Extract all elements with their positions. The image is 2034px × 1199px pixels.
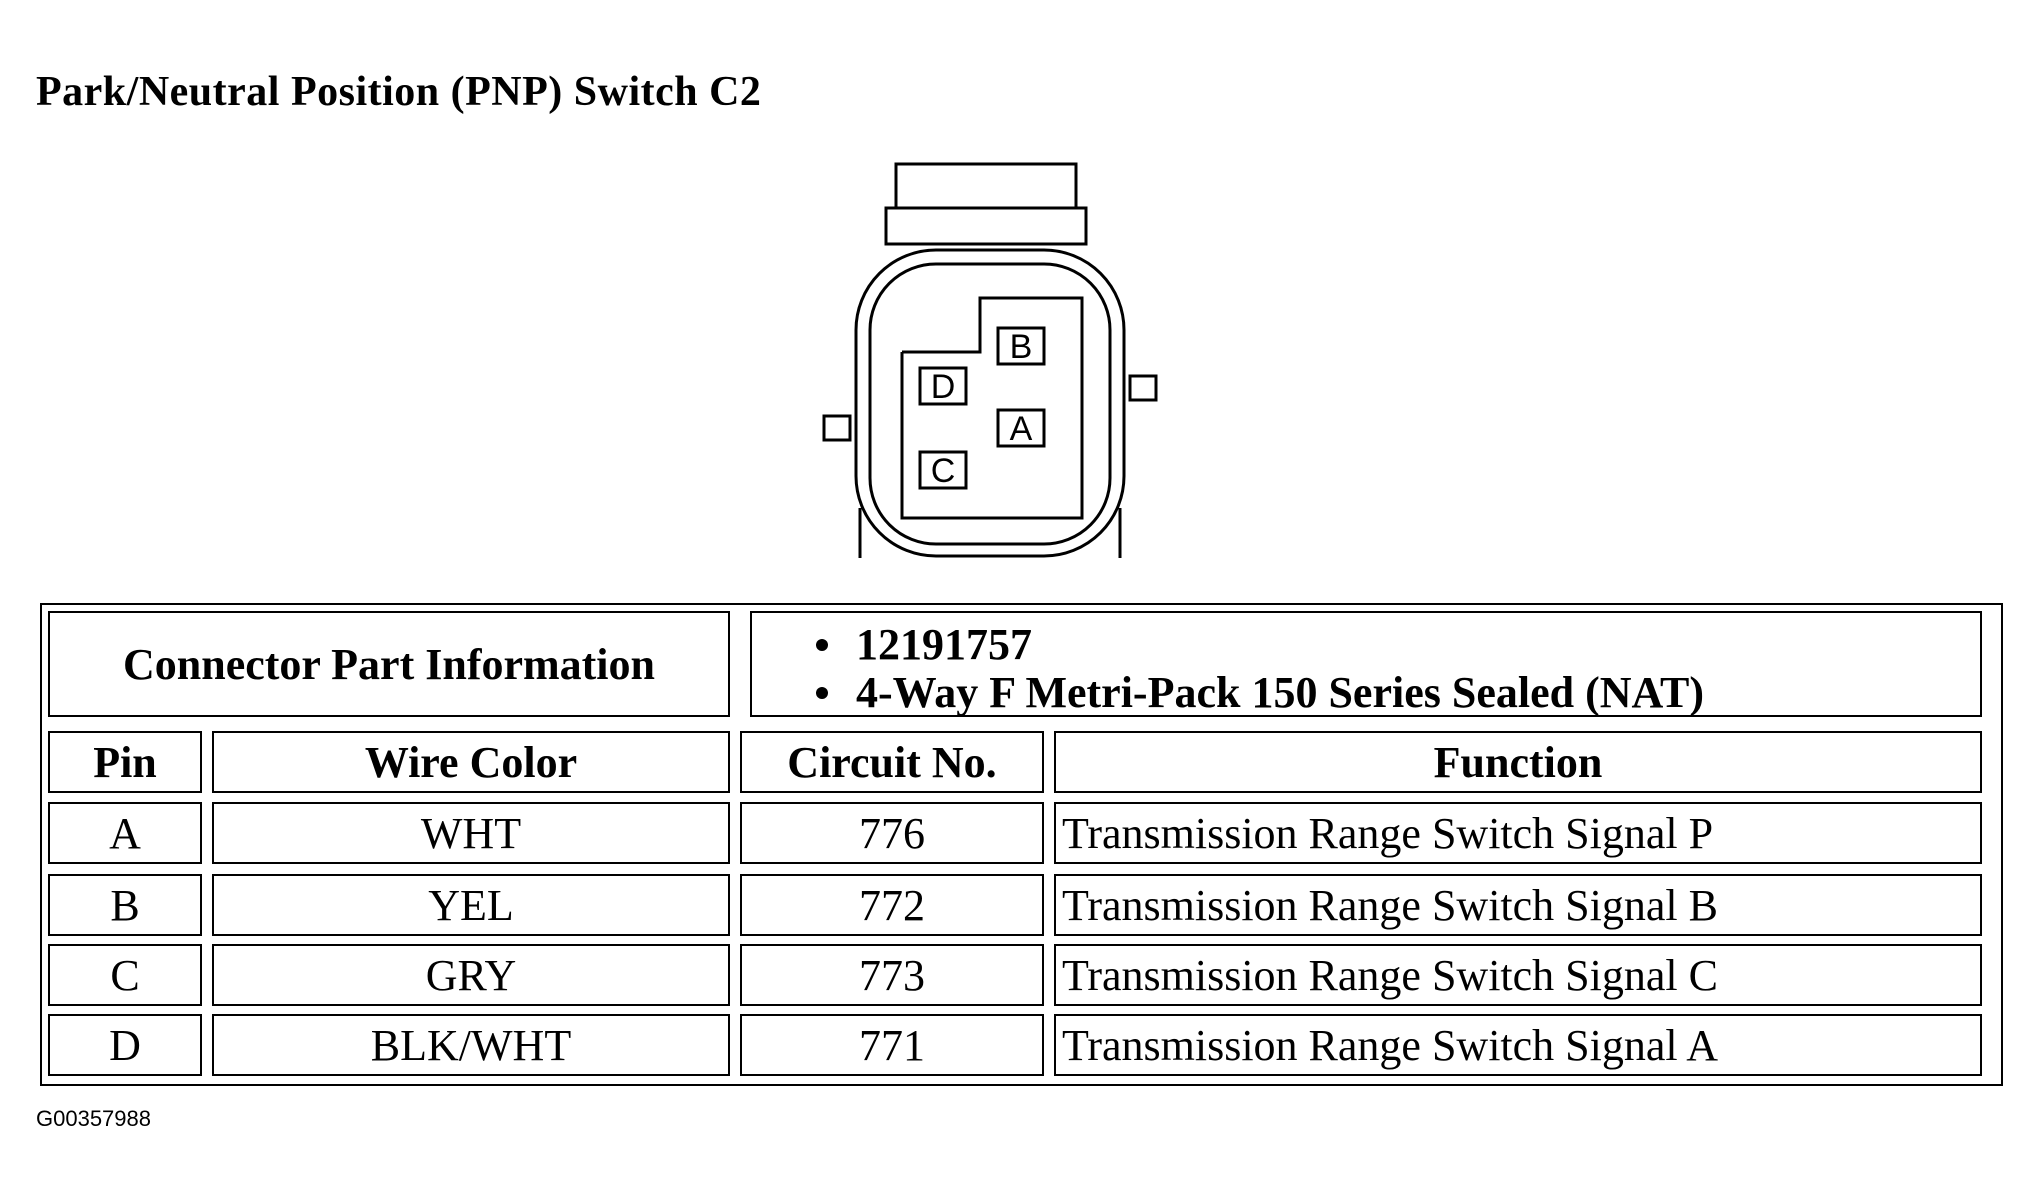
connector-face-diagram: B D A C: [822, 162, 1158, 558]
pin-label-a: A: [1010, 410, 1033, 448]
table-cell-pin: C: [48, 944, 202, 1006]
side-tab-left: [822, 414, 852, 442]
table-cell-circuit: 773: [740, 944, 1044, 1006]
pin-label-c: C: [931, 452, 956, 490]
pin-cavity: [900, 296, 1084, 520]
side-tab-right: [1128, 374, 1158, 402]
pin-label-b: B: [1010, 328, 1033, 366]
latch-base: [884, 206, 1088, 246]
table-cell-function: Transmission Range Switch Signal C: [1054, 944, 1982, 1006]
page-title: Park/Neutral Position (PNP) Switch C2: [36, 69, 762, 115]
bullet-icon: [816, 686, 828, 699]
header-function: Function: [1054, 731, 1982, 793]
table-cell-function: Transmission Range Switch Signal A: [1054, 1014, 1982, 1076]
table-cell-wire-color: BLK/WHT: [212, 1014, 730, 1076]
table-cell-wire-color: WHT: [212, 802, 730, 864]
table-cell-function: Transmission Range Switch Signal B: [1054, 874, 1982, 936]
table-cell-circuit: 771: [740, 1014, 1044, 1076]
table-cell-pin: D: [48, 1014, 202, 1076]
part-info-list: 12191757 4-Way F Metri-Pack 150 Series S…: [750, 611, 1982, 717]
table-cell-function: Transmission Range Switch Signal P: [1054, 802, 1982, 864]
pin-label-d: D: [931, 368, 956, 406]
bullet-icon: [816, 638, 828, 651]
connector-shell: [854, 248, 1126, 558]
table-cell-wire-color: GRY: [212, 944, 730, 1006]
part-info-item: 12191757: [816, 619, 1032, 670]
part-info-label: Connector Part Information: [48, 611, 730, 717]
table-cell-circuit: 776: [740, 802, 1044, 864]
part-info-item: 4-Way F Metri-Pack 150 Series Sealed (NA…: [816, 667, 1704, 718]
connector-seal: [868, 262, 1112, 546]
header-pin: Pin: [48, 731, 202, 793]
table-cell-circuit: 772: [740, 874, 1044, 936]
header-wire-color: Wire Color: [212, 731, 730, 793]
table-cell-pin: B: [48, 874, 202, 936]
header-circuit-no: Circuit No.: [740, 731, 1044, 793]
connector-table: [40, 603, 2003, 1086]
figure-id: G00357988: [36, 1106, 151, 1131]
latch-top: [894, 162, 1078, 210]
table-cell-pin: A: [48, 802, 202, 864]
table-cell-wire-color: YEL: [212, 874, 730, 936]
